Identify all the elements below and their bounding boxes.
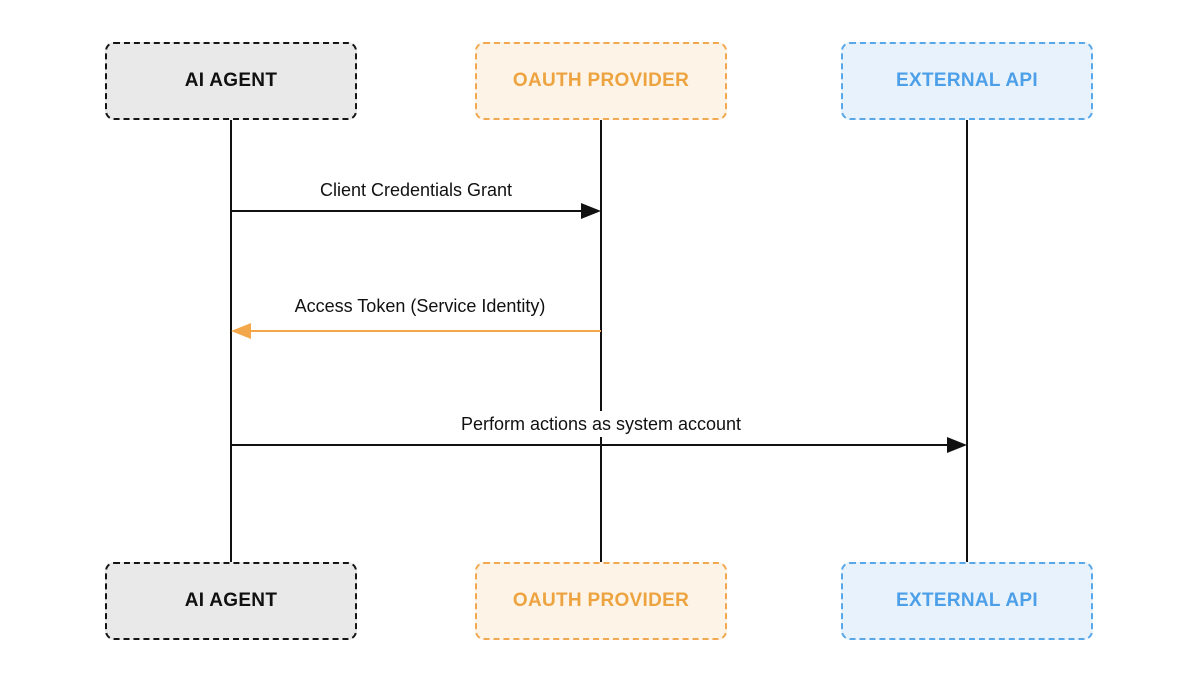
message-arrow-line-1 <box>231 210 582 212</box>
arrow-right-icon <box>947 437 967 453</box>
actor-label-external-api-top: EXTERNAL API <box>896 70 1038 91</box>
lifeline-external-api <box>966 120 968 562</box>
actor-box-ai-agent-bottom: AI AGENT <box>105 562 357 640</box>
actor-box-oauth-provider-bottom: OAUTH PROVIDER <box>475 562 727 640</box>
actor-box-ai-agent-top: AI AGENT <box>105 42 357 120</box>
message-label-perform-actions: Perform actions as system account <box>454 411 748 437</box>
message-arrow-line-2 <box>249 330 601 332</box>
message-arrow-line-3 <box>231 444 948 446</box>
actor-label-external-api-bottom: EXTERNAL API <box>896 590 1038 611</box>
lifeline-oauth-provider <box>600 120 602 562</box>
actor-label-oauth-provider-bottom: OAUTH PROVIDER <box>512 590 690 611</box>
arrow-left-icon <box>231 323 251 339</box>
message-label-access-token: Access Token (Service Identity) <box>288 293 552 319</box>
arrow-right-icon <box>581 203 601 219</box>
actor-label-oauth-provider-top: OAUTH PROVIDER <box>512 70 690 91</box>
lifeline-ai-agent <box>230 120 232 562</box>
message-label-client-credentials-grant: Client Credentials Grant <box>313 177 519 203</box>
actor-box-oauth-provider-top: OAUTH PROVIDER <box>475 42 727 120</box>
actor-box-external-api-bottom: EXTERNAL API <box>841 562 1093 640</box>
actor-label-ai-agent-top: AI AGENT <box>184 70 278 91</box>
actor-box-external-api-top: EXTERNAL API <box>841 42 1093 120</box>
actor-label-ai-agent-bottom: AI AGENT <box>184 590 278 611</box>
